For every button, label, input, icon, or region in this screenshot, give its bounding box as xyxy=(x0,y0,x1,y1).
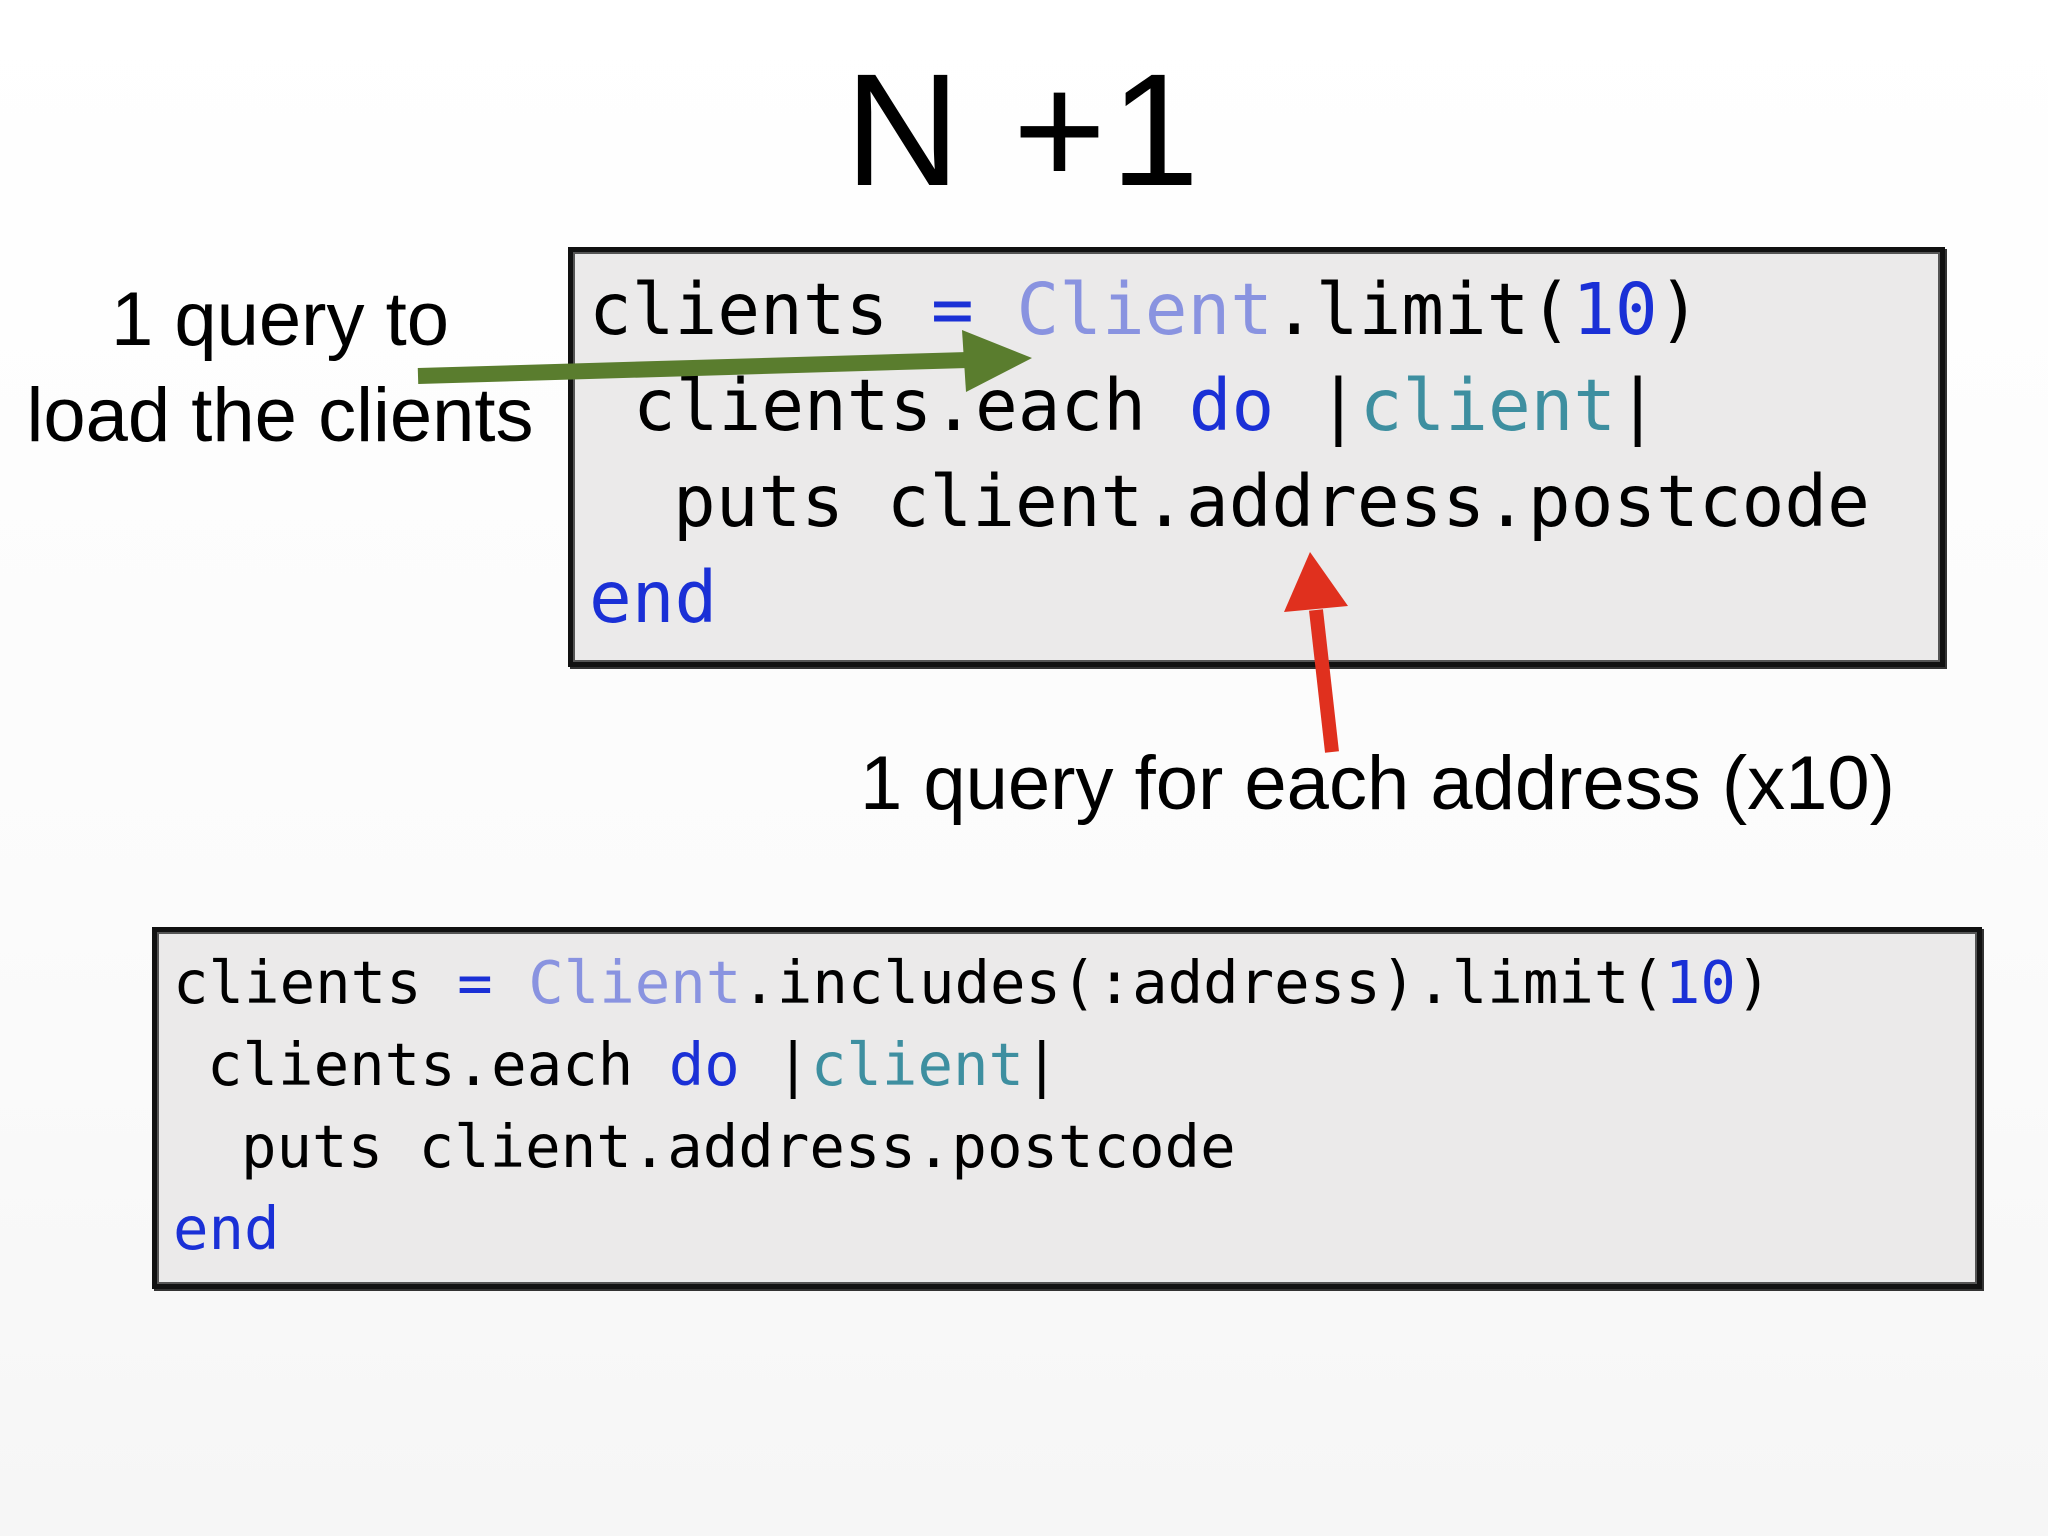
annotation-line: 1 query to xyxy=(111,277,449,362)
code-token: clients.each xyxy=(207,1030,669,1099)
code-operator: = xyxy=(457,948,529,1017)
code-token: clients xyxy=(589,268,931,351)
code-token: ) xyxy=(1657,268,1701,351)
code-block-eager-loading: clients = Client.includes(:address).limi… xyxy=(152,927,1982,1289)
code-keyword: do xyxy=(668,1030,740,1099)
code-token: .limit( xyxy=(1272,268,1573,351)
code-block-variable: client xyxy=(1359,364,1617,447)
code-token: | xyxy=(1616,364,1659,447)
code-line-2: clients.each do |client| xyxy=(207,1024,1060,1106)
code-line-1: clients = Client.includes(:address).limi… xyxy=(173,942,1771,1024)
code-line-4: end xyxy=(589,556,718,639)
annotation-load-clients: 1 query to load the clients xyxy=(0,272,560,464)
code-block-variable: client xyxy=(810,1030,1025,1099)
slide-title: N +1 xyxy=(844,40,1204,219)
code-operator: = xyxy=(930,268,1017,351)
code-token: .includes(:address).limit( xyxy=(741,948,1665,1017)
code-line-1: clients = Client.limit(10) xyxy=(589,262,1700,358)
code-number: 10 xyxy=(1664,948,1736,1017)
code-token: ) xyxy=(1735,948,1772,1017)
code-line-3: puts client.address.postcode xyxy=(673,460,1870,543)
code-number: 10 xyxy=(1572,268,1658,351)
code-line-3: puts client.address.postcode xyxy=(241,1112,1236,1181)
code-class-name: Client xyxy=(1016,268,1273,351)
code-class-name: Client xyxy=(528,948,742,1017)
code-token: | xyxy=(1024,1030,1060,1099)
code-block-n-plus-one: clients = Client.limit(10) clients.each … xyxy=(568,247,1945,667)
annotation-each-address: 1 query for each address (x10) xyxy=(860,741,1895,826)
code-line-2: clients.each do |client| xyxy=(633,358,1659,454)
code-token: clients xyxy=(173,948,458,1017)
code-line-4: end xyxy=(173,1194,280,1263)
code-token: | xyxy=(1274,364,1360,447)
code-token: clients.each xyxy=(633,364,1189,447)
code-keyword: do xyxy=(1188,364,1275,447)
annotation-line: load the clients xyxy=(26,373,534,458)
code-token: | xyxy=(739,1030,811,1099)
